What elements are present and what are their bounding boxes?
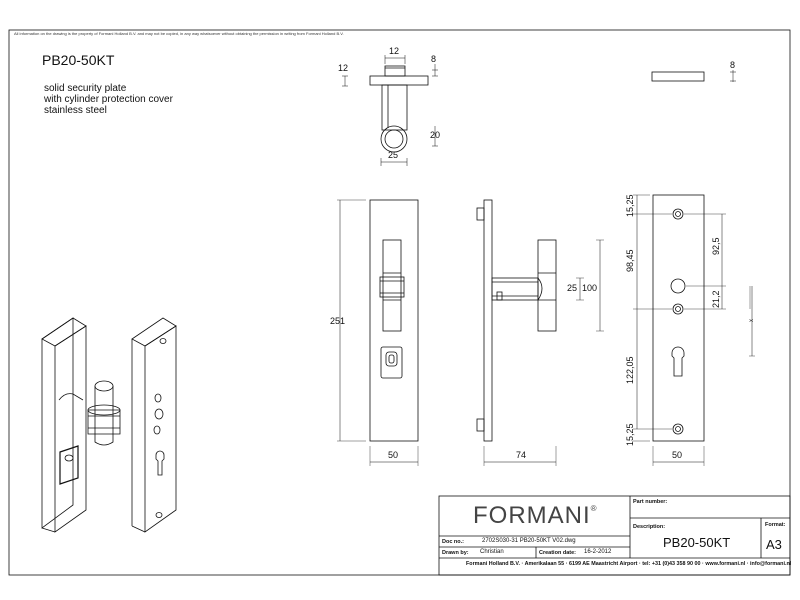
dim-side-span: 100 [582, 283, 597, 293]
isometric-back-plate [131, 317, 177, 533]
property-notice: All information on the drawing is the pr… [14, 31, 344, 36]
dim-back-hole-92: 92,5 [711, 237, 721, 255]
dim-back-lower: 122,05 [625, 356, 635, 384]
isometric-front-plate [41, 317, 121, 533]
doc-no-label: Doc no.: [442, 539, 464, 545]
description-label: Description: [633, 524, 666, 530]
brand-logo: FORMANI® [473, 502, 598, 529]
back-view [633, 194, 755, 466]
dim-back-to-centre: 98,45 [625, 249, 635, 272]
creation-date-label: Creation date: [539, 550, 576, 556]
dim-top-grip-25: 25 [388, 150, 398, 160]
dim-top-width: 12 [389, 46, 399, 56]
company-footer: Formani Holland B.V. · Amerikalaan 55 · … [466, 561, 792, 567]
product-description-line: with cylinder protection cover [44, 94, 173, 105]
dim-top-height: 12 [338, 63, 348, 73]
dim-strip-thickness: 8 [730, 60, 735, 70]
dim-back-gap-21: 21,2 [711, 290, 721, 308]
dim-front-height: 251 [330, 316, 345, 326]
doc-no: 2702S030-31 PB20-50KT V02.dwg [482, 538, 576, 544]
dim-top-grip-20: 20 [430, 130, 440, 140]
creation-date: 16-2-2012 [584, 549, 612, 555]
dim-back-bottom-offset: 15,25 [625, 423, 635, 446]
top-view [342, 55, 438, 166]
dim-back-top-offset: 15,25 [625, 194, 635, 217]
strip-view [651, 70, 736, 82]
sheet-border [8, 29, 791, 576]
title-block-frame [438, 495, 791, 576]
format-value: A3 [766, 537, 782, 552]
dim-side-depth: 74 [516, 450, 526, 460]
drawn-by: Christian [480, 549, 504, 555]
description-value: PB20-50KT [663, 535, 731, 550]
part-number-label: Part number: [633, 499, 668, 505]
front-view [337, 199, 419, 466]
dim-top-plate: 8 [431, 54, 436, 64]
side-view [476, 199, 604, 466]
dim-side-grip: 25 [567, 283, 577, 293]
dim-back-width: 50 [672, 450, 682, 460]
product-description-line: solid security plate [44, 83, 127, 94]
drawn-by-label: Drawn by: [442, 550, 469, 556]
dim-front-width: 50 [388, 450, 398, 460]
product-code: PB20-50KT [42, 52, 115, 68]
format-label: Format: [765, 522, 786, 528]
dim-back-marker: x [749, 319, 755, 322]
product-description-line: stainless steel [44, 105, 107, 116]
